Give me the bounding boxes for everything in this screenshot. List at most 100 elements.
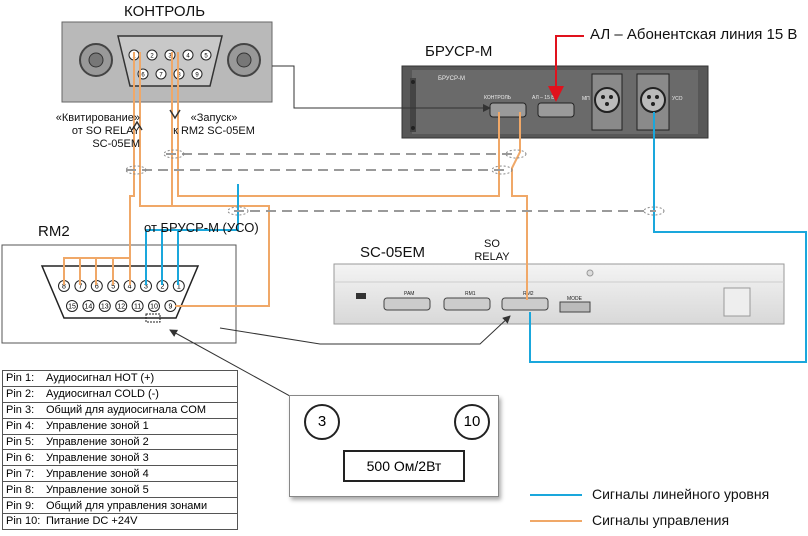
kvit-label: «Квитирование» от SO RELAY SC-05EM (44, 112, 140, 151)
pin-table-row: Pin 6: Управление зоной 3 (2, 449, 238, 467)
pin-table-cell: Pin 6: Управление зоной 3 (2, 449, 238, 467)
so-relay-line-1: SO (484, 238, 500, 250)
db15-top-pin-label: 2 (160, 284, 164, 291)
resistor-right-pin: 10 (454, 404, 490, 440)
shield-rings (125, 149, 665, 216)
db15-bottom-pin-label: 11 (134, 304, 141, 311)
pin-table-cell: Pin 5: Управление зоной 2 (2, 433, 238, 451)
from-brusr-label: от БРУСР-М (УСО) (144, 220, 259, 235)
sc05em-device: PAM RM1 RM2 MODE (333, 263, 785, 325)
zapusk-arrow-icon (169, 109, 181, 120)
db15-top-pin-label: 7 (78, 284, 82, 291)
so-relay-line-2: RELAY (474, 251, 510, 263)
db15-top-pin-label: 3 (144, 284, 148, 291)
pin-table-cell: Pin 1: Аудиосигнал HOT (+) (2, 370, 238, 387)
pin-table-row: Pin 2: Аудиосигнал COLD (-) (2, 385, 238, 403)
pin-number: Pin 5: (6, 436, 35, 448)
pin-table: Pin 1: Аудиосигнал HOT (+) Pin 2: Аудиосигн… (2, 370, 238, 530)
al-line-label: АЛ – Абонентская линия 15 В (590, 26, 798, 43)
sc-rm1-label: RM1 (465, 291, 476, 297)
pin-description: Управление зоной 5 (46, 483, 149, 496)
zapusk-line-2: к RM2 SC-05EM (173, 125, 255, 137)
pin-table-row: Pin 8: Управление зоной 5 (2, 481, 238, 499)
kontrol-title: КОНТРОЛЬ (124, 3, 206, 20)
pin-description: Аудиосигнал COLD (-) (46, 388, 159, 401)
db15-bottom-pin-label: 12 (117, 304, 125, 311)
kvit-line-1: «Квитирование» (55, 112, 140, 124)
pin-description: Управление зоной 4 (46, 467, 149, 480)
db9-bottom-pin (155, 68, 167, 80)
db15-top-pin-label: 5 (111, 284, 115, 291)
resistor-left-pin: 3 (304, 404, 340, 440)
pin-table-row: Pin 5: Управление зоной 2 (2, 433, 238, 451)
db15-bottom-pin (131, 300, 144, 312)
db15-top-pin-label: 6 (95, 284, 99, 291)
brusr-port-uso-label: УСО (672, 96, 683, 102)
pin-table-cell: Pin 4:Управление зоной 1 (2, 417, 238, 435)
pin-table-cell: Pin 10:Питание DC +24V (2, 513, 238, 530)
sc-rm2-label: RM2 (523, 291, 534, 297)
db15-top-pin-label: 4 (128, 284, 132, 291)
db15-bottom-pin-label: 10 (150, 304, 158, 311)
db9-bottom-pin-label: 8 (177, 73, 181, 79)
db15-bottom-pin (115, 300, 128, 312)
pin-table-cell: Pin 7: Управление зоной 4 (2, 465, 238, 483)
db15-bottom-pin (98, 300, 111, 312)
pin-description: Управление зоной 3 (46, 451, 149, 464)
pin-number: Pin 8: (6, 483, 35, 496)
pin-description: Общий для аудиосигнала COM (46, 404, 207, 417)
brusr-device: БРУСР-М КОНТРОЛЬ АЛ – 15 В МП УСО (401, 65, 709, 139)
legend-line-level-label: Сигналы линейного уровня (592, 486, 770, 502)
pin-table-row: Pin 4:Управление зоной 1 (2, 417, 238, 435)
pin-number: Pin 4: (6, 420, 35, 433)
zapusk-label: «Запуск» к RM2 SC-05EM (164, 112, 264, 138)
al-line (548, 35, 584, 102)
db15-top-pin-label: 8 (62, 284, 66, 291)
brusr-port-mic-label: МП (582, 96, 590, 102)
brusr-title: БРУСР-М (425, 43, 493, 60)
pin-table-cell: Pin 3:Общий для аудиосигнала COM (2, 401, 238, 419)
pin-description: Аудиосигнал HOT (+) (46, 372, 155, 385)
db15-bottom-pin (148, 300, 160, 312)
brusr-panel-label: БРУСР-М (438, 76, 465, 82)
pin-table-row: Pin 7: Управление зоной 4 (2, 465, 238, 483)
zapusk-line-1: «Запуск» (190, 112, 238, 124)
pin-number: Pin 1: (6, 372, 35, 385)
pin-number: Pin 7: (6, 467, 35, 480)
db9-top-pin-label: 5 (204, 54, 208, 60)
db9-bottom-pin (191, 68, 203, 80)
db15-bottom-pin-label: 15 (68, 304, 76, 311)
db9-bottom-pin-label: 9 (195, 73, 199, 79)
db9-top-pin-label: 4 (186, 54, 190, 60)
brusr-port-kontrol-label: КОНТРОЛЬ (484, 95, 512, 101)
sc-pam-label: PAM (404, 291, 414, 297)
pin-table-row: Pin 1: Аудиосигнал HOT (+) (2, 370, 238, 387)
pin-number: Pin 6: (6, 451, 35, 464)
pin-number: Pin 2: (6, 388, 35, 401)
db15-bottom-pin (66, 300, 78, 312)
pin-number: Pin 9: (6, 499, 35, 512)
pin-description: Управление зоной 2 (46, 436, 149, 448)
db9-top-pin (146, 49, 158, 61)
shield-lines (126, 153, 656, 212)
pin-description: Общий для управления зонами (46, 499, 208, 512)
pin-table-cell: Pin 2: Аудиосигнал COLD (-) (2, 385, 238, 403)
db9-top-pin-label: 3 (168, 54, 172, 60)
resistor-value: 500 Ом/2Вт (343, 450, 465, 482)
db9-top-pin (200, 49, 212, 61)
so-relay-label: SO RELAY (472, 238, 512, 264)
db9-bottom-pin-label: 6 (141, 73, 145, 79)
control-wires (63, 52, 528, 307)
kvit-line-3: SC-05EM (92, 138, 140, 150)
db9-top-pin-label: 2 (150, 54, 154, 60)
db15-bottom-pin (82, 300, 95, 312)
brusr-port-al-label: АЛ – 15 В (532, 95, 555, 101)
db15-bottom-pin-label: 14 (85, 304, 93, 311)
kvit-line-2: от SO RELAY (71, 125, 140, 137)
db15-top-pin-label: 1 (177, 284, 181, 291)
